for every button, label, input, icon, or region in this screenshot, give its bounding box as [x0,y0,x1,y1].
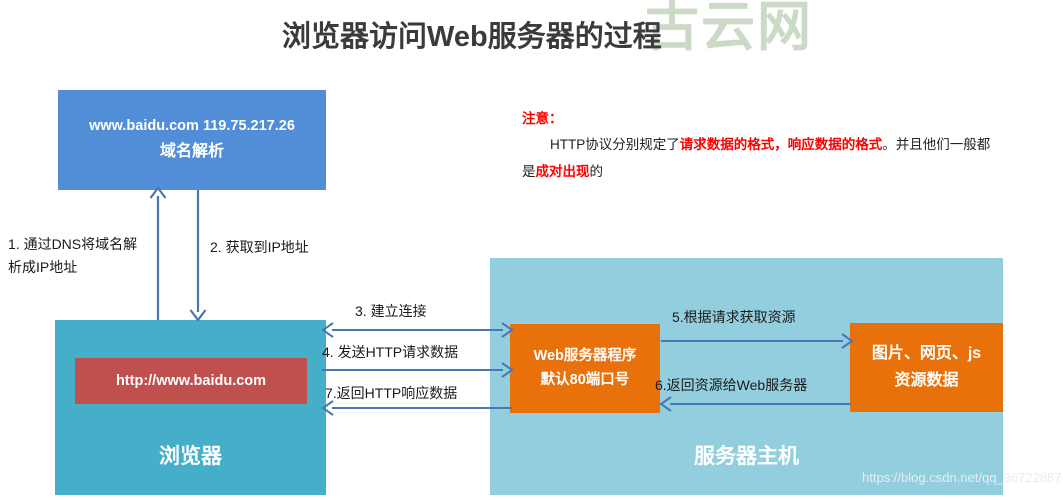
note-block: 注意： HTTP协议分别规定了请求数据的格式，响应数据的格式。并且他们一般都是成… [522,106,992,185]
step-2-label: 2. 获取到IP地址 [210,239,309,255]
note-emphasis-1: 请求数据的格式，响应数据的格式 [679,137,883,153]
step-7-label: 7.返回HTTP响应数据 [325,385,458,401]
web-server-line1: Web服务器程序 [533,347,637,364]
step-1-label: 1. 通过DNS将域名解析成IP地址 [8,236,138,275]
web-server-program-box: Web服务器程序 默认80端口号 [510,324,660,413]
arrow-step-2 [189,190,207,322]
step-3-label: 3. 建立连接 [355,303,427,319]
resource-line2: 资源数据 [894,371,959,389]
note-emphasis-2: 成对出现 [535,163,590,179]
arrow-step-4 [322,362,514,378]
step-6-label: 6.返回资源给Web服务器 [655,377,808,393]
note-text-1: HTTP协议分别规定了 [550,137,680,153]
note-text-3: 的 [589,163,604,179]
dns-label: 域名解析 [159,142,224,160]
step-5-label: 5.根据请求获取资源 [672,309,796,325]
note-body: HTTP协议分别规定了请求数据的格式，响应数据的格式。并且他们一般都是成对出现的 [522,132,992,185]
browser-url-bar[interactable]: http://www.baidu.com [75,358,307,404]
arrow-step-3 [321,322,514,338]
note-heading: 注意： [522,111,563,126]
browser-label: 浏览器 [159,445,222,468]
web-server-line2: 默认80端口号 [540,371,630,388]
dns-resolution-box: www.baidu.com 119.75.217.26 域名解析 [58,90,326,190]
dns-domain-ip-text: www.baidu.com 119.75.217.26 [89,117,295,134]
source-watermark: https://blog.csdn.net/qq_36722887 [862,470,1062,485]
arrow-step-1 [149,186,167,320]
resource-data-box: 图片、网页、js 资源数据 [850,323,1003,412]
browser-box [55,320,326,495]
note-text-2: 。并且他们一般都是 [522,137,991,179]
step-4-label: 4. 发送HTTP请求数据 [322,344,459,360]
site-watermark: 古云网 [645,0,813,58]
server-host-label: 服务器主机 [694,445,799,468]
resource-line1: 图片、网页、js [871,345,982,363]
page-title: 浏览器访问Web服务器的过程 [282,21,662,53]
